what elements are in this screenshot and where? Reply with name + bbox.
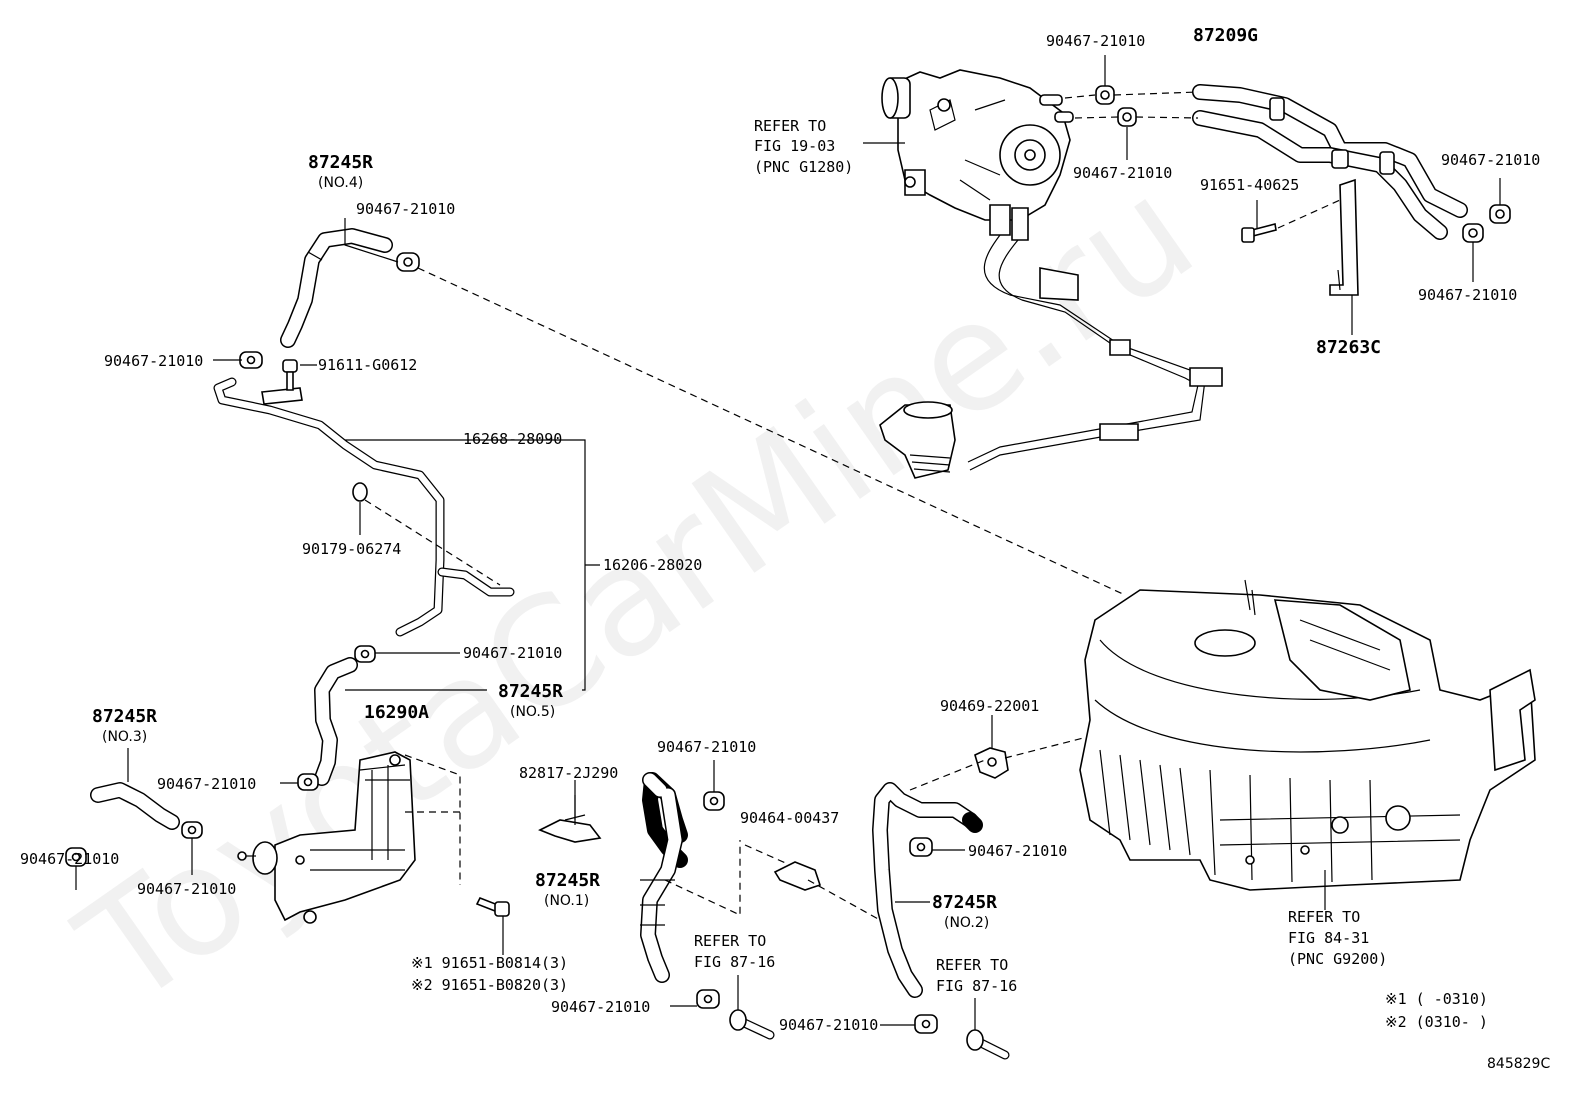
label-90179-06274: 90179-06274 <box>302 540 401 558</box>
label-clamp-no2a: 90467-21010 <box>968 842 1067 860</box>
clamp-90469 <box>974 747 1009 779</box>
note-2: ※2 (0310- ) <box>1385 1013 1488 1031</box>
label-hose-no4-sub: (NO.4) <box>318 175 363 191</box>
label-refer-fig8431-2: FIG 84-31 <box>1288 929 1369 947</box>
leader-top-solid <box>863 55 1501 335</box>
label-87209g: 87209G <box>1193 25 1258 46</box>
label-clamp-top3: 90467-21010 <box>1441 151 1540 169</box>
label-90464-00437: 90464-00437 <box>740 809 839 827</box>
hose-87209g <box>1192 84 1468 240</box>
leader-top <box>1064 91 1199 119</box>
label-refer-fig8716b-2: FIG 87-16 <box>936 977 1017 995</box>
label-hose-no1: 87245R <box>535 870 600 891</box>
label-clamp-no1top: 90467-21010 <box>657 738 756 756</box>
label-clamp-mid: 90467-21010 <box>463 644 562 662</box>
label-16290a: 16290A <box>364 702 429 723</box>
leader-center <box>664 840 881 921</box>
label-refer-fig8431-1: REFER TO <box>1288 908 1360 926</box>
label-clamp-no4: 90467-21010 <box>356 200 455 218</box>
label-hose-no5: 87245R <box>498 681 563 702</box>
label-82817-2j290: 82817-2J290 <box>519 764 618 782</box>
note-1: ※1 ( -0310) <box>1385 990 1488 1008</box>
clip-90179 <box>352 482 368 502</box>
label-clamp-top2: 90467-21010 <box>1073 164 1172 182</box>
label-91611-g0612: 91611-G0612 <box>318 356 417 374</box>
label-refer-fig8716a-2: FIG 87-16 <box>694 953 775 971</box>
label-clamp-top1: 90467-21010 <box>1046 32 1145 50</box>
leader-bracket <box>404 754 461 885</box>
leader-no3 <box>75 748 193 890</box>
label-16268-28090: 16268-28090 <box>463 430 562 448</box>
label-bolt-note1: ※1 91651-B0814(3) <box>411 954 568 972</box>
bracket-87263c <box>1329 178 1359 296</box>
bolt-91651-b08 <box>475 896 510 917</box>
pipe-end <box>729 1009 1010 1060</box>
label-bolt-note2: ※2 91651-B0820(3) <box>411 976 568 994</box>
label-refer-fig1903-2: FIG 19-03 <box>754 137 835 155</box>
clamp-90464 <box>773 861 822 891</box>
bolt-91651-40625 <box>1241 223 1277 243</box>
label-refer-fig8716a-1: REFER TO <box>694 932 766 950</box>
label-refer-fig8716b-1: REFER TO <box>936 956 1008 974</box>
label-hose-no2: 87245R <box>932 892 997 913</box>
bracket-16290a <box>237 751 416 924</box>
leader-dashed-long <box>417 267 1126 596</box>
leader-clip <box>364 499 501 586</box>
water-pump <box>879 69 1223 479</box>
label-clamp-no2bot: 90467-21010 <box>779 1016 878 1034</box>
leader-bolt-bracket <box>1277 199 1341 229</box>
label-91651-40625: 91651-40625 <box>1200 176 1299 194</box>
inverter <box>1079 579 1536 891</box>
pipe-16268 <box>213 377 515 637</box>
diagram-code: 845829C <box>1487 1056 1550 1072</box>
label-clamp-no3c: 90467-21010 <box>137 880 236 898</box>
label-clamp-left: 90467-21010 <box>104 352 203 370</box>
label-refer-fig8431-3: (PNC G9200) <box>1288 950 1387 968</box>
label-clamp-top4: 90467-21010 <box>1418 286 1517 304</box>
label-clamp-no3a: 90467-21010 <box>157 775 256 793</box>
label-clamp-no3b: 90467-21010 <box>20 850 119 868</box>
leader-no2 <box>909 734 1096 791</box>
hose-no5 <box>314 657 358 786</box>
label-hose-no1-sub: (NO.1) <box>544 893 589 909</box>
label-hose-no4: 87245R <box>308 152 373 173</box>
label-87263c: 87263C <box>1316 337 1381 358</box>
hose-no4 <box>280 228 393 348</box>
label-hose-no3: 87245R <box>92 706 157 727</box>
label-hose-no3-sub: (NO.3) <box>102 729 147 745</box>
hose-no1 <box>640 772 688 983</box>
leader-left <box>213 218 600 784</box>
clamp-icon <box>696 791 938 1034</box>
clamp-icon <box>239 252 420 791</box>
clip-82817 <box>538 780 602 843</box>
label-hose-no2-sub: (NO.2) <box>944 915 989 931</box>
label-refer-fig1903-3: (PNC G1280) <box>754 158 853 176</box>
leader-no1 <box>574 760 739 1010</box>
label-refer-fig1903-1: REFER TO <box>754 117 826 135</box>
label-90469-22001: 90469-22001 <box>940 697 1039 715</box>
hose-no3 <box>90 782 180 830</box>
label-16206-28020: 16206-28020 <box>603 556 702 574</box>
clamp-icon <box>65 821 203 867</box>
leader-no2-solid <box>880 715 993 1030</box>
hose-no2 <box>872 782 983 998</box>
label-hose-no5-sub: (NO.5) <box>510 704 555 720</box>
bolt-91611 <box>282 359 298 391</box>
label-clamp-no1bot: 90467-21010 <box>551 998 650 1016</box>
